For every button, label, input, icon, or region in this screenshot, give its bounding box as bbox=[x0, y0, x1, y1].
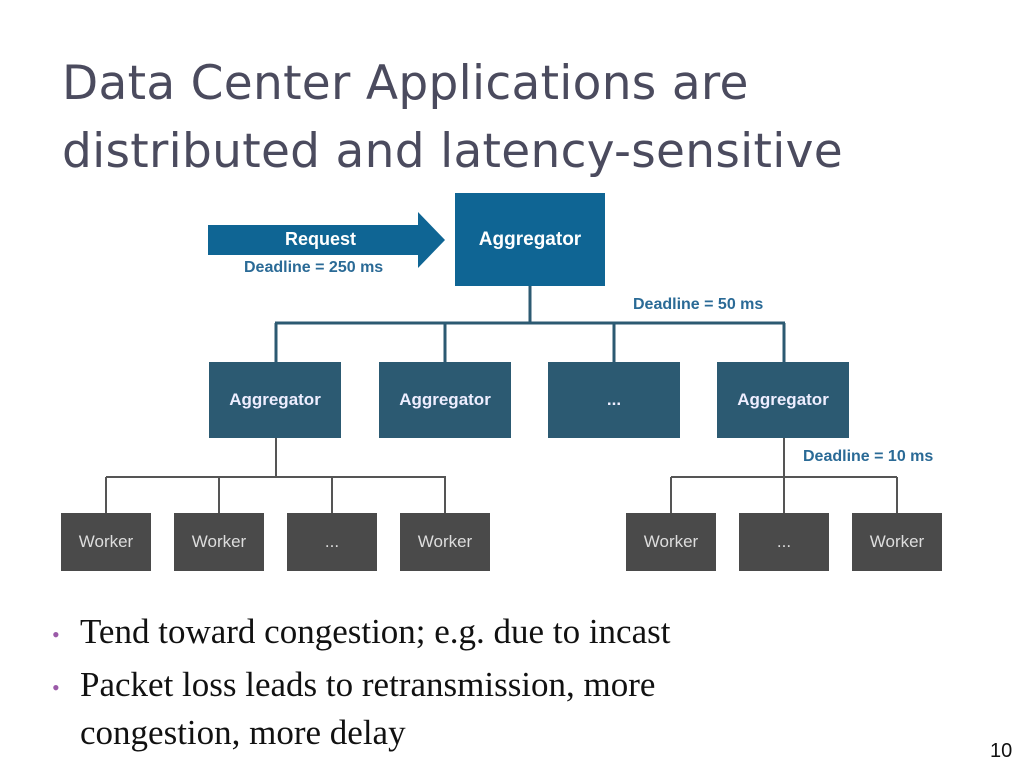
bullet-item: •Packet loss leads to retransmission, mo… bbox=[52, 661, 655, 712]
deadline-worker: Deadline = 10 ms bbox=[803, 448, 934, 465]
bullet-icon: • bbox=[52, 621, 60, 647]
request-label: Request bbox=[284, 229, 356, 249]
page-number: 10 bbox=[990, 740, 1013, 762]
request-deadline: Deadline = 250 ms bbox=[244, 259, 384, 276]
worker-ellipsis: ... bbox=[739, 513, 829, 571]
worker-ellipsis: ... bbox=[287, 513, 377, 571]
bullet-icon: • bbox=[52, 674, 60, 700]
root-aggregator: Aggregator bbox=[455, 193, 605, 286]
worker: Worker bbox=[174, 513, 264, 571]
mid-aggregator-ellipsis: ... bbox=[548, 362, 680, 438]
request-arrow bbox=[208, 212, 445, 268]
lower-lines bbox=[105, 438, 898, 513]
mid-aggregator: Aggregator bbox=[717, 362, 849, 438]
mid-aggregator: Aggregator bbox=[209, 362, 341, 438]
deadline-mid: Deadline = 50 ms bbox=[633, 296, 764, 313]
bullet-item: •Tend toward congestion; e.g. due to inc… bbox=[52, 608, 670, 659]
slide-title: Data Center Applications are distributed… bbox=[62, 56, 843, 179]
mid-aggregator: Aggregator bbox=[379, 362, 511, 438]
worker: Worker bbox=[852, 513, 942, 571]
bullet-continuation: congestion, more delay bbox=[80, 713, 406, 752]
worker: Worker bbox=[626, 513, 716, 571]
upper-lines bbox=[274, 286, 786, 362]
worker: Worker bbox=[400, 513, 490, 571]
worker: Worker bbox=[61, 513, 151, 571]
